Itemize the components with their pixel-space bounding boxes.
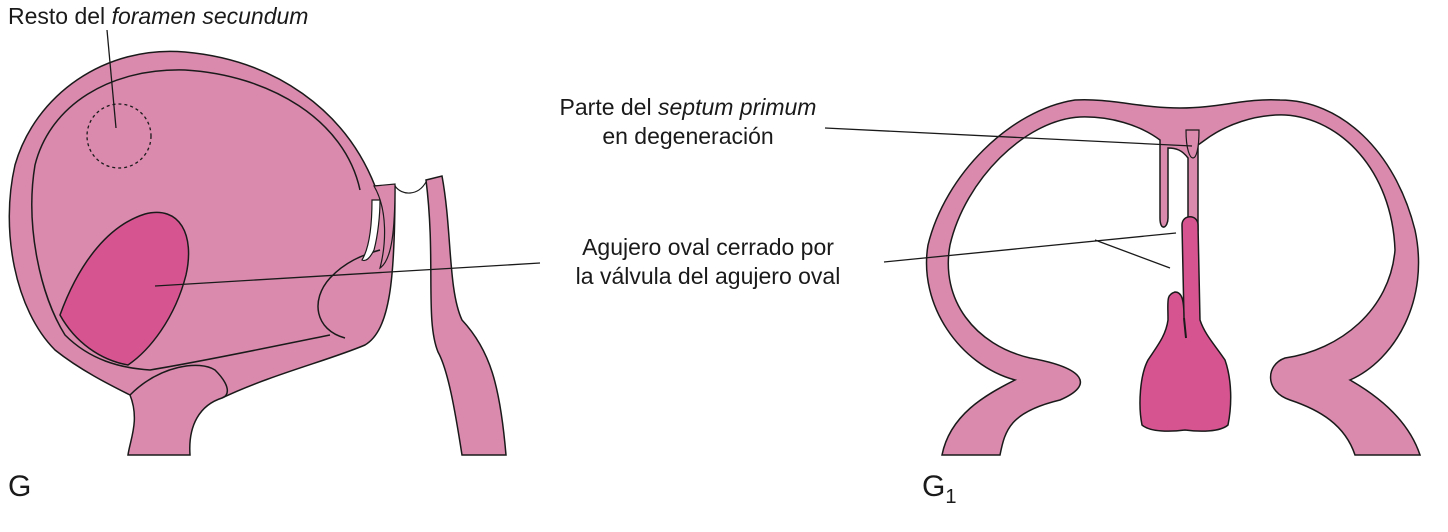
label-septum-primum: Parte del septum primum en degeneración — [556, 93, 820, 151]
leader-remnant — [106, 29, 117, 129]
panel-letter-g1-main: G — [922, 470, 946, 503]
panel-g-drawing — [8, 29, 541, 456]
label-oval-line1: Agujero oval cerrado por — [582, 234, 834, 260]
label-septum-line1: Parte del septum primum — [556, 93, 820, 122]
atrial-lower-fold — [129, 364, 229, 399]
label-septum-italic: septum primum — [657, 94, 817, 120]
leader-oval-g1-a — [883, 232, 1177, 263]
septum-secundum-strip — [425, 175, 507, 456]
panel-letter-g1: G1 — [922, 470, 956, 509]
label-remnant-italic: foramen secundum — [111, 3, 309, 29]
foramen-secundum-remnant — [86, 103, 152, 169]
foramen-gap-arc — [394, 181, 427, 194]
label-foramen-secundum-remnant: Resto del foramen secundum — [8, 2, 308, 31]
atrial-right-fold — [317, 249, 381, 339]
septum-cap — [373, 183, 396, 270]
leader-septum-primum — [824, 127, 1193, 147]
label-septum-line2: en degeneración — [602, 123, 774, 149]
atrial-inner-wall — [31, 69, 361, 371]
g1-atrial-wall — [925, 98, 1422, 456]
panel-g1-drawing — [824, 98, 1422, 456]
atrial-outer-wall — [8, 50, 396, 456]
label-oval-line2: la válvula del agujero oval — [575, 263, 841, 289]
label-remnant-prefix: Resto del — [8, 3, 112, 29]
label-oval-foramen: Agujero oval cerrado por la válvula del … — [548, 233, 868, 291]
g1-valve-slit — [1183, 317, 1187, 339]
septal-slit — [361, 199, 381, 262]
leader-oval-g1-b — [1094, 239, 1171, 269]
label-septum-prefix: Parte del — [559, 94, 658, 120]
leader-oval — [154, 262, 541, 287]
panel-letter-g1-sub: 1 — [945, 486, 957, 508]
oval-foramen — [59, 211, 190, 366]
panel-letter-g: G — [8, 470, 32, 503]
